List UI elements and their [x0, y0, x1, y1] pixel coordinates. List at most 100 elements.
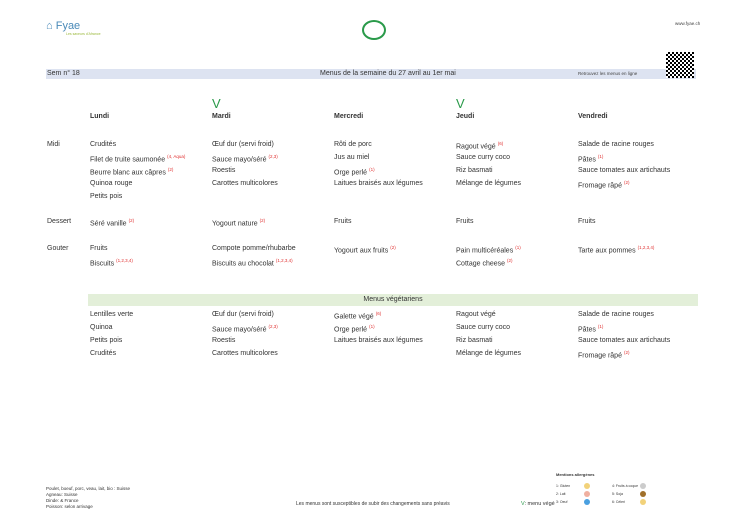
menu-item: Crudités [90, 141, 116, 148]
menu-item: Fruits [456, 218, 474, 225]
dish-name: Rôti de porc [334, 141, 372, 148]
dish-name: Ragout végé [456, 143, 496, 151]
menu-item: Galette végé(6) [334, 311, 381, 320]
menu-item: Mélange de légumes [456, 180, 521, 187]
dish-name: Orge perlé [334, 169, 368, 177]
menu-item: Œuf dur (servi froid) [212, 141, 274, 148]
dish-name: Fruits [334, 218, 352, 225]
dish-name: Mélange de légumes [456, 350, 521, 357]
allergen-codes: (1,2,3,4) [116, 258, 133, 263]
dish-name: Œuf dur (servi froid) [212, 141, 274, 148]
allergen-icon [584, 499, 590, 505]
dish-name: Pain multicéréales [456, 247, 514, 255]
dish-name: Fruits [456, 218, 474, 225]
dish-name: Jus au miel [334, 154, 370, 161]
origin-line: Poisson: selon arrivage [46, 504, 93, 509]
allergen-item: 3: Oeuf [556, 500, 568, 504]
allergen-title: Mentions allergènes [556, 472, 595, 477]
allergen-item: 4: Fruits à coque [612, 484, 639, 488]
dish-name: Sauce tomates aux artichauts [578, 167, 671, 174]
menu-item: Ragout végé [456, 311, 496, 318]
dish-name: Riz basmati [456, 337, 493, 344]
menu-item: Roestis [212, 167, 235, 174]
vegetarian-menus-bar: Menus végétariens [88, 294, 698, 306]
menu-item: Sauce tomates aux artichauts [578, 167, 670, 174]
allergen-codes: (1,2,3,4) [637, 245, 655, 250]
dish-name: Riz basmati [456, 167, 493, 174]
menu-item: Séré vanille(2) [90, 218, 134, 227]
row-label-dessert: Dessert [47, 218, 72, 225]
qr-code-icon[interactable] [666, 52, 694, 78]
allergen-item: 5: Soja [612, 492, 623, 496]
menu-item: Carottes multicolores [212, 350, 278, 357]
dish-name: Quinoa rouge [90, 180, 133, 187]
allergen-codes: (2,3) [268, 324, 278, 329]
menu-item: Pâtes(1) [578, 154, 603, 163]
dish-name: Beurre blanc aux câpres [90, 169, 166, 177]
menu-item: Quinoa [90, 324, 113, 331]
day-header-lundi: Lundi [90, 113, 110, 120]
allergen-codes: (1) [369, 167, 375, 172]
dish-name: Galette végé [334, 313, 374, 321]
dish-name: Sauce curry coco [456, 324, 511, 331]
menu-item: Rôti de porc [334, 141, 372, 148]
day-header-vendredi: Vendredi [578, 113, 608, 120]
menu-item: Filet de truite saumonée(4, Aqua) [90, 154, 185, 163]
origin-line: Dinde: & France [46, 498, 79, 503]
week-number: Sem n° 18 [47, 70, 80, 77]
menu-item: Pâtes(1) [578, 324, 603, 333]
dish-name: Petits pois [90, 193, 123, 200]
allergen-codes: (2) [167, 167, 174, 172]
dish-name: Ragout végé [456, 311, 496, 318]
menu-item: Mélange de légumes [456, 350, 521, 357]
day-header-mardi: Mardi [212, 113, 231, 120]
day-header-jeudi: Jeudi [456, 113, 475, 120]
logo-text: Fyae [55, 20, 81, 32]
allergen-codes: (2) [259, 218, 266, 223]
dish-name: Sauce mayo/séré [212, 156, 267, 164]
allergen-codes: (1) [369, 324, 375, 329]
veg-legend-v: V [521, 501, 525, 507]
menu-item: Orge perlé(1) [334, 324, 375, 333]
menu-item: Petits pois [90, 193, 122, 200]
menu-item: Crudités [90, 350, 116, 357]
changes-notice: Les menus sont susceptibles de subir des… [296, 501, 450, 507]
dish-name: Yogourt nature [212, 220, 258, 228]
dish-name: Crudités [90, 350, 117, 357]
website[interactable]: www.fyae.ch [675, 21, 701, 26]
menu-item: Ragout végé(6) [456, 141, 503, 150]
menu-item: Compote pomme/rhubarbe [212, 245, 296, 252]
menu-item: Riz basmati [456, 337, 493, 344]
dish-name: Cottage cheese [456, 260, 506, 268]
allergen-item: 2: Lait [556, 492, 566, 496]
vegetarian-day-mark: V [212, 96, 221, 111]
dish-name: Salade de racine rouges [578, 311, 654, 318]
header-bar [46, 69, 696, 79]
menu-item: Jus au miel [334, 154, 369, 161]
allergen-item: 1: Gluten [556, 484, 571, 488]
allergen-codes: (6) [375, 311, 382, 316]
row-label-midi: Midi [47, 141, 60, 148]
menu-item: Sauce curry coco [456, 154, 510, 161]
veg-legend-text: : menu végé [524, 501, 555, 507]
allergen-codes: (2) [128, 218, 135, 223]
dish-name: Mélange de légumes [456, 180, 521, 187]
menu-item: Sauce mayo/séré(2,3) [212, 324, 278, 333]
allergen-icon [640, 483, 646, 489]
allergen-codes: (1) [597, 324, 604, 329]
dish-name: Salade de racine rouges [578, 141, 654, 148]
allergen-icon [640, 499, 646, 505]
dish-name: Compote pomme/rhubarbe [212, 245, 296, 252]
allergen-codes: (1) [597, 154, 604, 159]
menu-item: Beurre blanc aux câpres(2) [90, 167, 173, 176]
dish-name: Sauce tomates aux artichauts [578, 337, 671, 344]
dish-name: Fruits [90, 245, 108, 252]
online-menus-text: Retrouvez les menus en ligne [578, 71, 638, 76]
allergen-codes: (2) [507, 258, 513, 263]
menu-item: Laitues braisés aux légumes [334, 337, 423, 344]
menu-item: Petits pois [90, 337, 122, 344]
allergen-codes: (1,2,3,4) [275, 258, 293, 263]
menu-item: Œuf dur (servi froid) [212, 311, 274, 318]
veg-legend: V: menu végé [521, 501, 555, 507]
menu-item: Carottes multicolores [212, 180, 278, 187]
